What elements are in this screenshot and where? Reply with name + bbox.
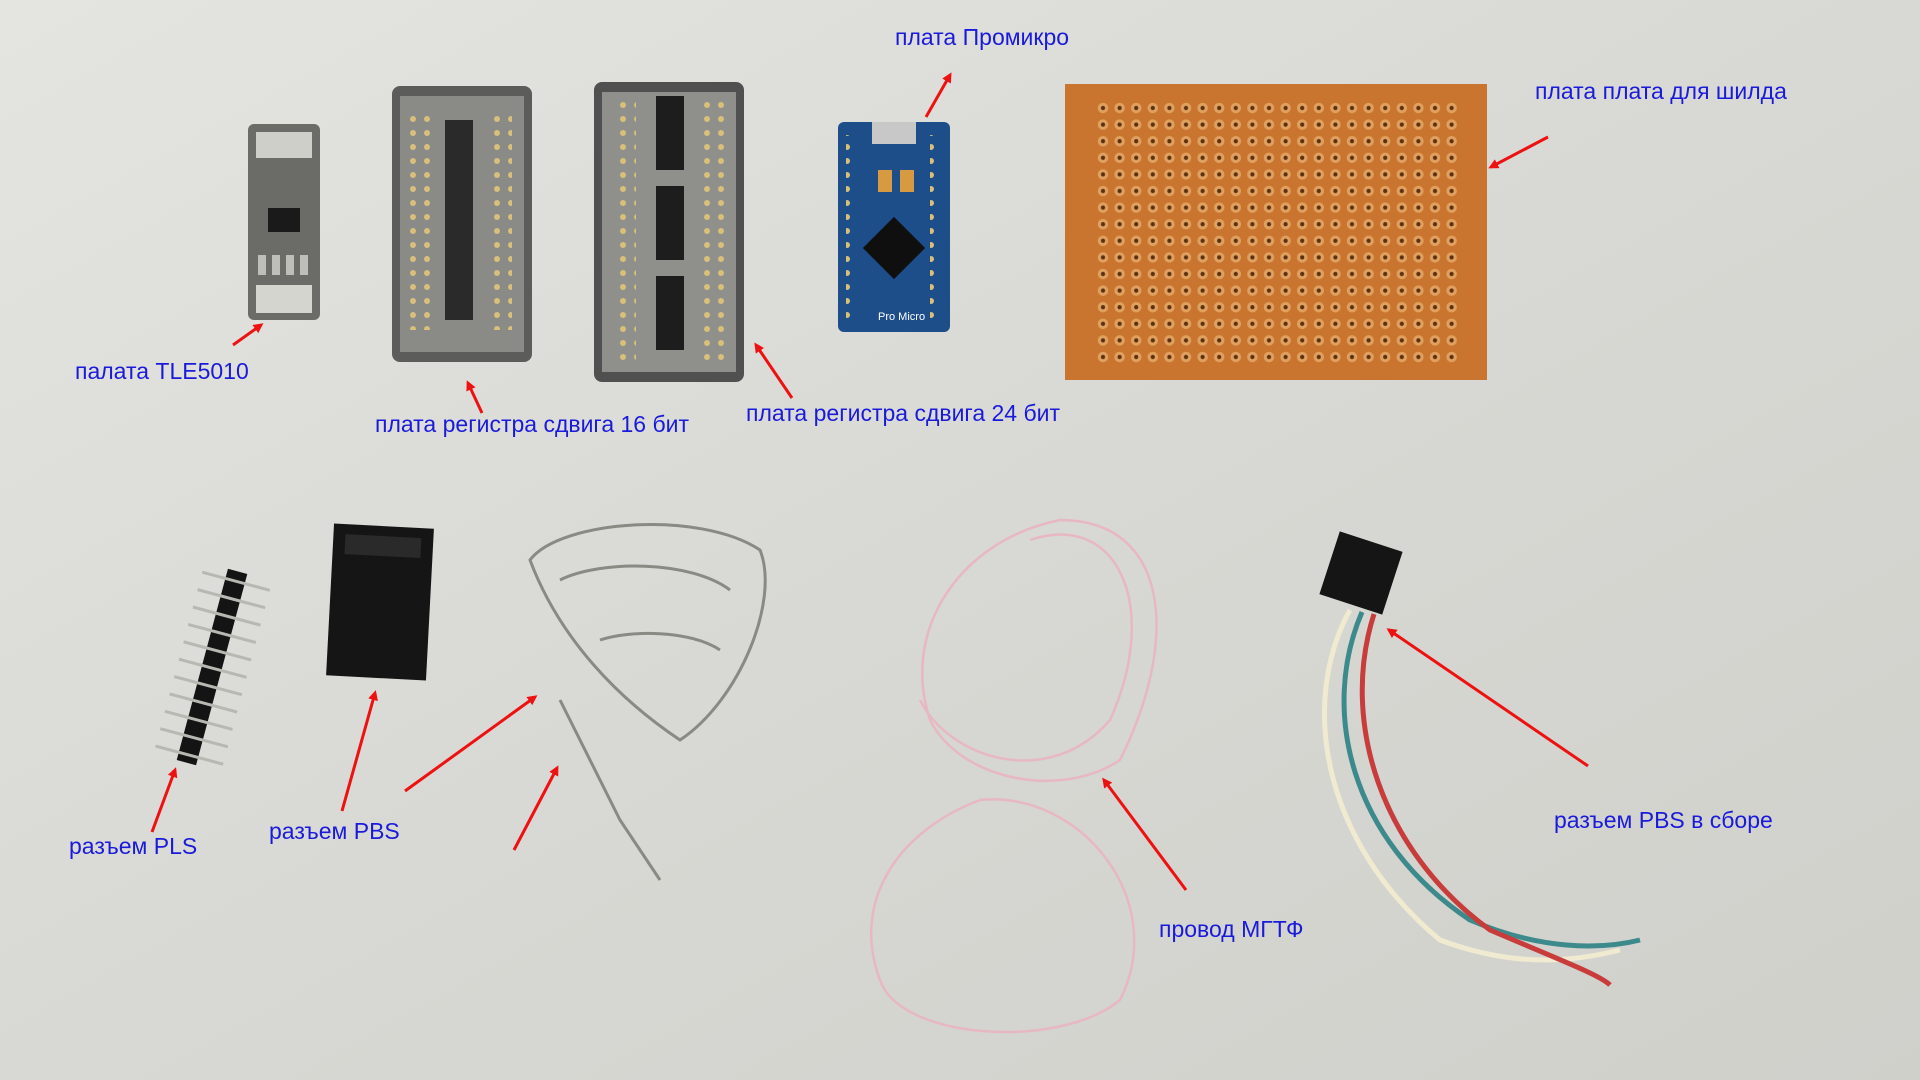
pbs-assembly — [1319, 531, 1641, 987]
label-shift16: плата регистра сдвига 16 бит — [375, 411, 690, 437]
arrow-icon — [404, 695, 538, 793]
label-shield: плата плата для шилда — [1535, 78, 1787, 104]
arrow-icon — [232, 323, 264, 347]
label-pbs-assembly: разъем PBS в сборе — [1554, 807, 1773, 833]
label-mgtf: провод МГТФ — [1159, 916, 1304, 942]
led-cone — [528, 523, 767, 881]
arrow-icon — [466, 380, 484, 414]
label-pbs: разъем PBS — [269, 818, 400, 844]
arrow-icon — [1488, 135, 1549, 169]
arrow-group — [150, 72, 1589, 891]
label-promicro: плата Промикро — [895, 24, 1070, 50]
label-tle5010: палата TLE5010 — [75, 358, 249, 384]
arrow-icon — [924, 72, 952, 118]
arrow-icon — [754, 342, 794, 399]
pls-header — [155, 568, 271, 766]
label-shift24: плата регистра сдвига 24 бит — [746, 400, 1061, 426]
shift16-board — [392, 86, 532, 362]
arrow-icon — [340, 690, 378, 812]
promicro-silk-text: Pro Micro — [878, 311, 925, 323]
arrow-icon — [1386, 628, 1589, 768]
arrow-icon — [150, 767, 178, 833]
shift24-board — [594, 82, 744, 382]
protoboard — [1065, 84, 1487, 380]
pbs-connector — [326, 523, 434, 681]
arrow-icon — [1102, 777, 1188, 891]
arrow-icon — [512, 765, 559, 851]
mgtf-wire — [870, 518, 1158, 1034]
label-pls: разъем PLS — [69, 833, 198, 859]
promicro-board: Pro Micro — [838, 122, 950, 332]
tle5010-board — [248, 124, 320, 320]
